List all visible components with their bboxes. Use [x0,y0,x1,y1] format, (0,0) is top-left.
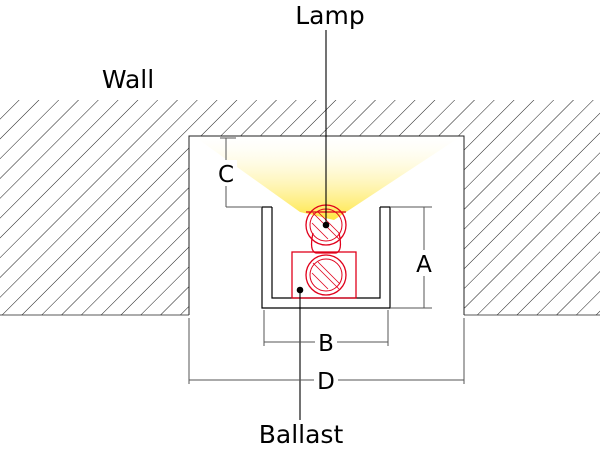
ballast-cross-hatch [311,261,341,290]
ballast-label: Ballast [259,420,344,449]
light-beam [195,137,460,220]
dim-a-label: A [416,252,432,278]
lamp-leader-dot [322,221,330,229]
dim-c-label-bg [215,160,237,186]
ballast-body [291,251,357,299]
channel-outer [261,207,391,309]
dim-b-label-bg [315,330,337,356]
ballast-round-inner [309,258,343,292]
ballast-round [305,254,347,296]
wall [0,100,600,315]
dim-b-label: B [318,331,334,357]
ballast-leader-dot [296,286,304,294]
lamp-label: Lamp [295,1,364,30]
dim-d-label: D [317,369,335,395]
dim-d-label-bg [314,368,338,394]
dim-a-label-bg [413,250,435,276]
dim-c-label: C [218,162,234,188]
wall-label: Wall [102,65,154,94]
lamp-holder [310,232,342,254]
